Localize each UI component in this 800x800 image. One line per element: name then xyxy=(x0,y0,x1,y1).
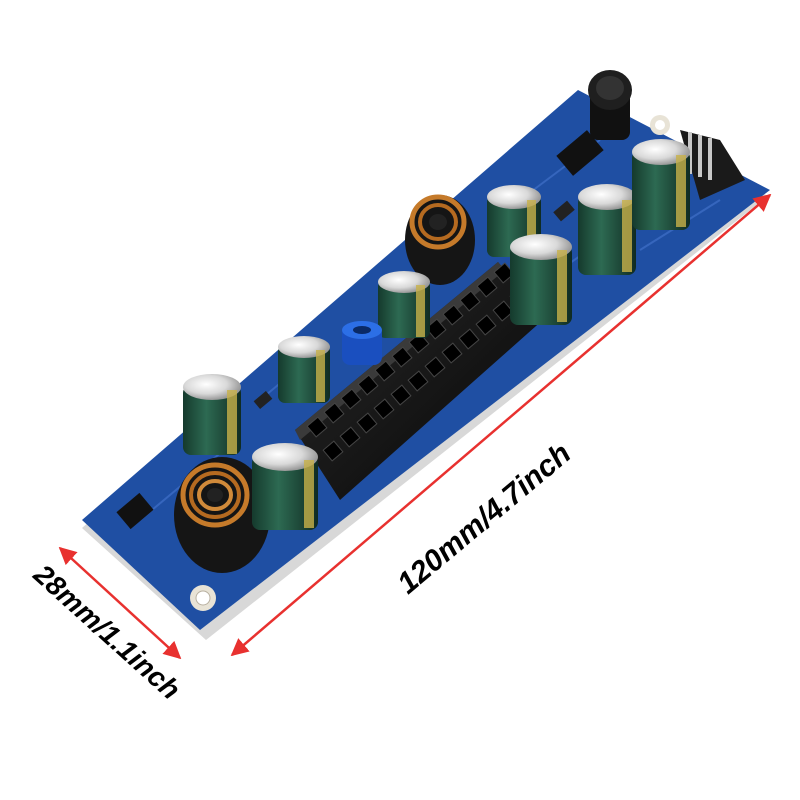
width-arrow xyxy=(58,546,182,660)
pin-header xyxy=(680,130,745,200)
capacitor xyxy=(578,184,636,275)
capacitor xyxy=(183,374,241,455)
capacitor-blue xyxy=(342,321,382,365)
mounting-hole xyxy=(190,585,216,611)
choke-top xyxy=(588,70,632,140)
smd-chip xyxy=(116,492,154,530)
smd-chip-top xyxy=(556,130,604,176)
capacitor xyxy=(378,271,430,338)
mounting-hole-top xyxy=(650,115,670,135)
capacitor xyxy=(252,443,318,530)
inductor-top xyxy=(405,194,475,285)
capacitor xyxy=(510,234,572,325)
capacitor xyxy=(278,336,330,403)
capacitor xyxy=(632,139,690,230)
length-arrow xyxy=(230,193,772,657)
